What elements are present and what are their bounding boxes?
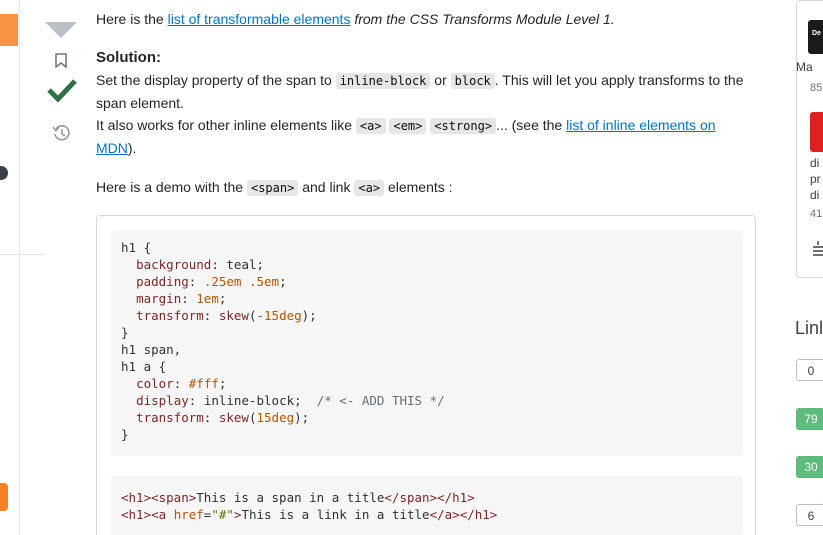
solution-paragraph: Set the display property of the span to … — [96, 69, 756, 114]
linked-score-badge[interactable]: 6 — [796, 504, 823, 526]
css-value: .25em .5em — [203, 274, 280, 289]
html-tag: <h1> — [121, 490, 152, 505]
css-function: skew — [218, 308, 249, 323]
divider — [0, 254, 46, 255]
html-tag: <h1> — [121, 507, 152, 522]
inline-code: <strong> — [430, 118, 497, 134]
html-tag: </a> — [429, 507, 460, 522]
html-eq: = — [203, 507, 212, 522]
history-icon[interactable] — [52, 123, 72, 148]
mdn-inline-elements-link[interactable]: list of inline elements on MDN — [96, 117, 716, 156]
solution-heading: Solution: — [96, 49, 161, 66]
css-value: -15deg — [256, 308, 302, 323]
text: Here is a demo with the — [96, 179, 247, 195]
inline-elements-paragraph: It also works for other inline elements … — [96, 114, 756, 159]
linked-score-badge[interactable]: 30 — [796, 456, 823, 478]
inline-code: <span> — [246, 180, 299, 196]
text: ). — [127, 140, 137, 156]
left-gutter — [0, 0, 20, 535]
sidebar-red-tile[interactable] — [810, 112, 823, 152]
css-code-block[interactable]: h1 { background: teal; padding: .25em .5… — [111, 230, 743, 456]
html-tag: > — [233, 507, 242, 522]
sidebar-dark-badge[interactable]: De — [808, 20, 823, 54]
linked-heading: Linl — [795, 318, 823, 338]
left-nav-dot-icon[interactable] — [0, 166, 8, 180]
css-comment: /* <- ADD THIS */ — [316, 393, 445, 408]
intro-suffix: from the CSS Transforms Module Level 1. — [350, 11, 615, 27]
css-value: inline-block — [203, 393, 295, 408]
accepted-check-icon — [47, 78, 77, 107]
html-code-block[interactable]: <h1><span>This is a span in a title</spa… — [111, 476, 743, 535]
sidebar-text: di — [810, 156, 820, 170]
html-tag: </span> — [384, 490, 438, 505]
inline-code: inline-block — [335, 73, 431, 89]
css-property: transform — [136, 410, 204, 425]
css-property: display — [136, 393, 189, 408]
css-selector: h1 span, — [121, 342, 182, 357]
text: Set the display property of the span to — [96, 72, 336, 88]
sidebar-text: Ma — [796, 60, 813, 74]
css-property: padding — [136, 274, 189, 289]
left-nav-active-marker — [0, 14, 18, 46]
html-attr: href — [173, 507, 204, 522]
css-selector: h1 a { — [121, 359, 167, 374]
html-tag: <a — [151, 507, 174, 522]
html-text: This is a span in a title — [196, 490, 385, 505]
css-selector: h1 { — [121, 240, 152, 255]
bookmark-icon[interactable] — [55, 53, 67, 73]
css-brace: } — [121, 427, 129, 442]
css-brace: } — [121, 325, 129, 340]
css-property: color — [136, 376, 174, 391]
html-tag: </h1> — [459, 507, 498, 522]
sidebar-text: di — [810, 188, 820, 202]
linked-score-badge[interactable]: 0 — [796, 359, 823, 381]
inline-code: block — [450, 73, 495, 89]
transformable-elements-link[interactable]: list of transformable elements — [167, 11, 351, 27]
code-snippet: h1 { background: teal; padding: .25em .5… — [96, 215, 756, 535]
sidebar-count: 41 — [810, 208, 823, 220]
text: . This will let you apply transforms to … — [96, 72, 744, 111]
html-tag: </h1> — [437, 490, 475, 505]
sidebar-count: 85 — [810, 82, 823, 94]
left-nav-marker — [0, 483, 8, 511]
vote-down-icon[interactable] — [44, 20, 78, 45]
inline-code: <a> — [354, 180, 385, 196]
intro-text: Here is the — [96, 11, 168, 27]
sidebar-ad-box — [796, 0, 823, 278]
html-tag: <span> — [151, 490, 197, 505]
text: ... (see the — [496, 117, 567, 133]
sidebar-text: pr — [810, 172, 821, 186]
html-text: This is a link in a title — [241, 507, 430, 522]
css-value: 15deg — [256, 410, 295, 425]
text: or — [430, 72, 451, 88]
text: It also works for other inline elements … — [96, 117, 356, 133]
linked-score-badge[interactable]: 79 — [796, 408, 823, 430]
sidebar-list-icon[interactable] — [812, 240, 823, 261]
inline-code: <a> — [355, 118, 386, 134]
text: and link — [298, 179, 355, 195]
css-property: margin — [136, 291, 182, 306]
css-function: skew — [218, 410, 249, 425]
css-property: transform — [136, 308, 204, 323]
css-property: background — [136, 257, 212, 272]
css-value: teal — [226, 257, 257, 272]
inline-code: <em> — [389, 118, 427, 134]
text: elements : — [384, 179, 453, 195]
css-value: #fff — [188, 376, 219, 391]
html-attr-value: "#" — [211, 507, 234, 522]
demo-paragraph: Here is a demo with the <span> and link … — [96, 176, 453, 199]
css-value: 1em — [196, 291, 219, 306]
intro-line: Here is the list of transformable elemen… — [96, 8, 615, 30]
